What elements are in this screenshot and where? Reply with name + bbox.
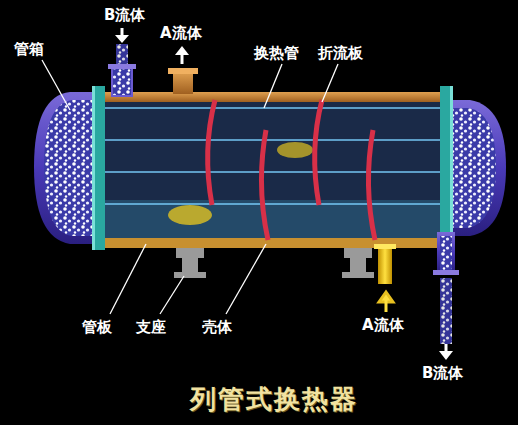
caption: 列管式换热器 [190, 384, 358, 414]
fluid-label: B流体 [104, 6, 145, 24]
fluid-label: B流体 [422, 364, 463, 382]
fluid-label: A流体 [160, 24, 202, 42]
fluid-label: A流体 [362, 316, 404, 334]
part-label: 管箱 [14, 40, 44, 58]
part-label: 折流板 [318, 44, 363, 62]
part-label: 管板 [82, 318, 112, 336]
part-label: 壳体 [202, 318, 232, 336]
part-label: 支座 [136, 318, 166, 336]
part-label: 换热管 [254, 44, 299, 62]
